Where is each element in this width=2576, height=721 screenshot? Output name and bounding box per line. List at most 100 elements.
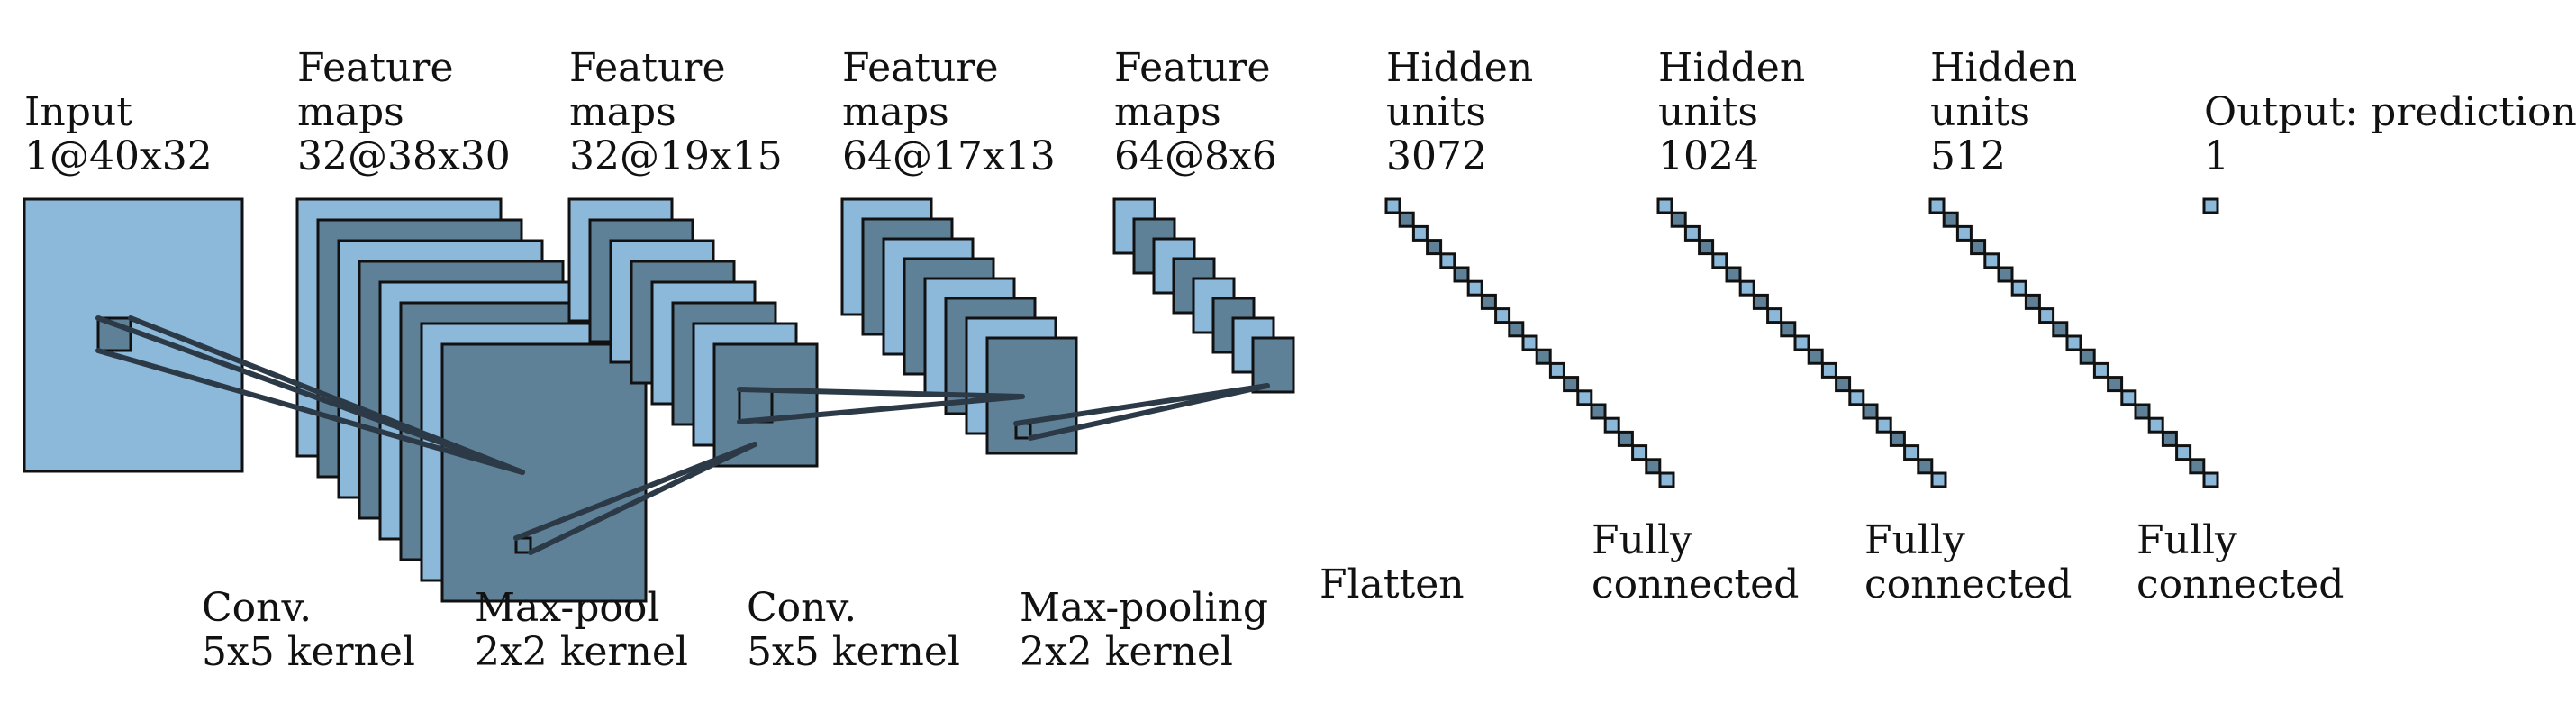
hidden-units-3072-unit bbox=[1631, 444, 1648, 461]
hidden-units-1024-unit bbox=[1875, 416, 1892, 434]
hidden-units-1024-unit bbox=[1903, 444, 1920, 461]
hidden-units-1024-unit bbox=[1780, 321, 1797, 338]
operation-label-pool2-line: Max-pooling bbox=[1020, 585, 1268, 631]
operation-label-pool1-line: 2x2 kernel bbox=[475, 629, 688, 675]
layer-label-hidden3-line: units bbox=[1930, 89, 2030, 135]
hidden-units-1024-unit bbox=[1656, 197, 1673, 214]
hidden-units-512-unit bbox=[2010, 279, 2027, 297]
hidden-units-1024-unit bbox=[1848, 389, 1865, 406]
hidden-units-1024-unit bbox=[1698, 239, 1715, 256]
hidden-units-3072-unit bbox=[1466, 279, 1483, 297]
operation-label-conv2-line: Conv. bbox=[747, 585, 857, 631]
connector-lines bbox=[95, 315, 1270, 555]
input-map bbox=[23, 197, 244, 473]
hidden-units-1024-unit bbox=[1752, 293, 1769, 310]
hidden-units-3072-unit bbox=[1494, 307, 1511, 324]
layer-label-fm3-line: 64@17x13 bbox=[842, 133, 1056, 179]
hidden-units-512-unit bbox=[1928, 197, 1946, 214]
hidden-units-1024-unit bbox=[1930, 471, 1947, 488]
operation-label-fc1-line: connected bbox=[1592, 561, 1799, 607]
hidden-units-512-unit bbox=[2161, 430, 2178, 447]
layer-label-fm2-line: maps bbox=[569, 89, 676, 135]
hidden-units-3072-unit bbox=[1535, 348, 1552, 365]
feature-maps-4-map bbox=[1251, 336, 1295, 394]
operation-label-fc3-line: connected bbox=[2136, 561, 2344, 607]
operation-label-conv1-line: 5x5 kernel bbox=[202, 629, 415, 675]
hidden-units-512-unit bbox=[2147, 416, 2164, 434]
hidden-units-1024-unit bbox=[1862, 403, 1879, 420]
hidden-units-512-unit bbox=[2175, 444, 2192, 461]
hidden-units-512-unit bbox=[2107, 376, 2124, 393]
hidden-units-1024-unit bbox=[1835, 376, 1852, 393]
layer-label-fm4-line: Feature bbox=[1114, 45, 1271, 91]
operation-label-flatten: Flatten bbox=[1320, 561, 1465, 607]
hidden-units-512-unit bbox=[1942, 211, 1959, 228]
hidden-units-512-unit bbox=[2092, 361, 2109, 379]
hidden-units-3072-unit bbox=[1508, 321, 1525, 338]
hidden-units-512-unit bbox=[2202, 471, 2219, 488]
operation-label-pool2-line: 2x2 kernel bbox=[1020, 629, 1233, 675]
hidden-units-1024-unit bbox=[1670, 211, 1687, 228]
hidden-units-3072-unit bbox=[1426, 239, 1443, 256]
layer-label-fm3-line: maps bbox=[842, 89, 949, 135]
hidden-units-1024-unit bbox=[1917, 458, 1934, 475]
hidden-units-3072-unit bbox=[1576, 389, 1593, 406]
operation-label-conv2: Conv.5x5 kernel bbox=[747, 585, 960, 675]
layer-label-hidden2-line: 1024 bbox=[1658, 133, 1759, 179]
hidden-units-3072-unit bbox=[1658, 471, 1675, 488]
conv2-connector-top bbox=[737, 387, 1025, 399]
conv1-connector-side bbox=[128, 315, 525, 475]
operation-label-fc2-line: connected bbox=[1864, 561, 2072, 607]
hidden-units-1024-unit bbox=[1725, 266, 1742, 283]
operation-label-pool1-line: Max-pool bbox=[475, 585, 659, 631]
hidden-units-1024-unit bbox=[1889, 430, 1906, 447]
hidden-units-3072-unit bbox=[1384, 197, 1401, 214]
operation-label-fc3-line: Fully bbox=[2136, 517, 2237, 563]
hidden-units-3072-unit bbox=[1398, 211, 1415, 228]
layer-label-hidden3-line: 512 bbox=[1930, 133, 2006, 179]
layer-label-hidden2-line: Hidden bbox=[1658, 45, 1805, 91]
operation-label-flatten-line: Flatten bbox=[1320, 561, 1465, 607]
pool1-connector-bottom bbox=[528, 442, 757, 555]
hidden-units-512-unit bbox=[2024, 293, 2041, 310]
layer-label-output-line: Output: prediction bbox=[2204, 89, 2576, 135]
operation-label-conv2-line: 5x5 kernel bbox=[747, 629, 960, 675]
layer-label-fm2-line: Feature bbox=[569, 45, 726, 91]
hidden-units-1024-unit bbox=[1793, 334, 1810, 351]
layer-boxes bbox=[23, 197, 2219, 603]
operation-label-conv1-line: Conv. bbox=[202, 585, 312, 631]
hidden-units-512-unit bbox=[2079, 348, 2096, 365]
hidden-units-3072-unit bbox=[1439, 252, 1456, 269]
hidden-units-1024-unit bbox=[1807, 348, 1824, 365]
hidden-units-512-unit bbox=[1997, 266, 2014, 283]
hidden-units-3072-unit bbox=[1617, 430, 1634, 447]
layer-label-fm3-line: Feature bbox=[842, 45, 999, 91]
hidden-units-512-unit bbox=[2134, 403, 2151, 420]
hidden-units-512-unit bbox=[2065, 334, 2082, 351]
feature-maps-1-map bbox=[440, 342, 648, 603]
layer-label-fm1-line: maps bbox=[297, 89, 404, 135]
operation-label-fc2-line: Fully bbox=[1864, 517, 1965, 563]
hidden-units-3072-unit bbox=[1590, 403, 1607, 420]
hidden-units-512-unit bbox=[2189, 458, 2206, 475]
pool2-connector-bottom bbox=[1028, 383, 1270, 441]
layer-label-fm1-line: Feature bbox=[297, 45, 454, 91]
layer-label-output-line: 1 bbox=[2204, 133, 2229, 179]
operation-label-fc1-line: Fully bbox=[1592, 517, 1692, 563]
hidden-units-3072-unit bbox=[1453, 266, 1470, 283]
layer-label-hidden1-line: units bbox=[1386, 89, 1486, 135]
hidden-units-512-unit bbox=[2120, 389, 2137, 406]
hidden-units-3072-unit bbox=[1563, 376, 1580, 393]
hidden-units-512-unit bbox=[1983, 252, 2000, 269]
layer-label-hidden1-line: Hidden bbox=[1386, 45, 1533, 91]
